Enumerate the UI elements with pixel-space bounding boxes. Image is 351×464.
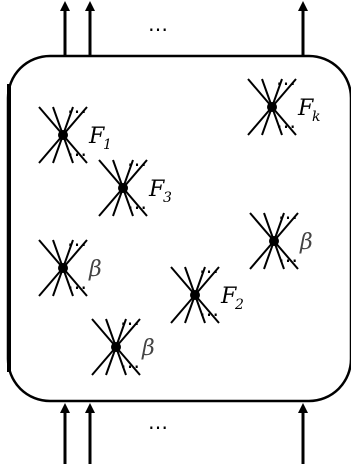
vertex-label: β: [88, 257, 102, 282]
vertex-node: [58, 130, 68, 140]
vertex-dots-top: ⋯: [120, 311, 144, 335]
vertex-dots-bottom: ⋯: [67, 275, 91, 299]
vertex-dots-bottom: ⋯: [127, 195, 151, 219]
vertex-label-subscript: k: [312, 109, 320, 125]
vertex-label: F: [297, 96, 314, 121]
vertex-1: ⋯ ⋯F1: [38, 99, 112, 166]
vertex-label-subscript: 2: [234, 297, 244, 313]
top-ellipsis: ⋯: [148, 17, 172, 41]
vertex-node: [111, 342, 121, 352]
vertex-label-subscript: 3: [163, 190, 172, 206]
vertex-dots-top: ⋯: [127, 152, 151, 176]
vertex-label-subscript: 1: [103, 137, 112, 153]
vertex-node: [190, 290, 200, 300]
vertex-label: β: [299, 230, 313, 255]
vertex-dots-top: ⋯: [278, 205, 302, 229]
vertex-6: ⋯ ⋯F2: [170, 259, 244, 326]
top-strands: ⋯: [60, 1, 308, 56]
vertex-4: ⋯ ⋯β: [38, 232, 102, 299]
vertex-label: F: [88, 124, 105, 149]
vertex-5: ⋯ ⋯β: [249, 205, 313, 272]
vertex-2: ⋯ ⋯F3: [98, 152, 172, 219]
vertex-layer: ⋯⋯F1⋯⋯F3⋯⋯Fk⋯⋯β⋯⋯β⋯⋯F2⋯⋯β: [38, 71, 320, 378]
vertex-dots-top: ⋯: [276, 71, 300, 95]
vertex-dots-bottom: ⋯: [278, 248, 302, 272]
vertex-dots-bottom: ⋯: [120, 354, 144, 378]
bottom-strands: ⋯: [60, 403, 308, 464]
vertex-dots-top: ⋯: [67, 99, 91, 123]
vertex-7: ⋯ ⋯β: [91, 311, 155, 378]
vertex-node: [118, 183, 128, 193]
vertex-dots-bottom: ⋯: [276, 114, 300, 138]
vertex-node: [58, 263, 68, 273]
vertex-dots-top: ⋯: [199, 259, 223, 283]
bottom-ellipsis: ⋯: [148, 415, 172, 439]
vertex-node: [267, 102, 277, 112]
vertex-dots-top: ⋯: [67, 232, 91, 256]
vertex-dots-bottom: ⋯: [199, 302, 223, 326]
vertex-label: F: [220, 284, 237, 309]
vertex-node: [269, 236, 279, 246]
vertex-dots-bottom: ⋯: [67, 142, 91, 166]
vertex-label: F: [148, 177, 165, 202]
vertex-3: ⋯ ⋯Fk: [247, 71, 320, 138]
vertex-label: β: [141, 336, 155, 361]
